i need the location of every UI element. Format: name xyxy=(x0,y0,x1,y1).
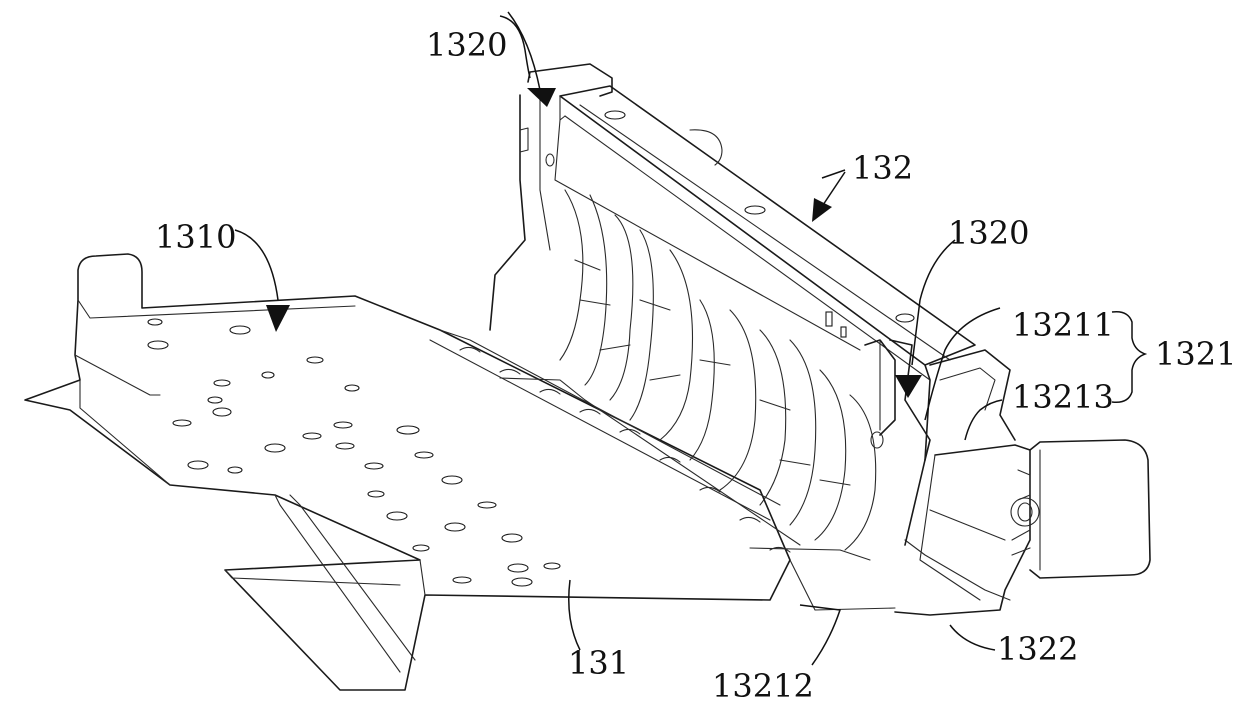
label-13211: 13211 xyxy=(1012,306,1114,344)
base-plate xyxy=(25,254,790,690)
beam-body xyxy=(460,64,975,610)
reference-labels: 1320 132 1310 1320 13211 1321 13213 131 … xyxy=(155,26,1236,705)
arrow-1320-top xyxy=(527,88,556,107)
leader-lines xyxy=(235,12,1145,665)
label-1320-right: 1320 xyxy=(948,214,1029,252)
label-1320-top: 1320 xyxy=(426,26,507,64)
label-13212: 13212 xyxy=(712,667,814,705)
label-131: 131 xyxy=(568,644,629,682)
label-132: 132 xyxy=(852,149,913,187)
label-13213: 13213 xyxy=(1012,378,1114,416)
label-1321: 1321 xyxy=(1155,335,1236,373)
label-1322: 1322 xyxy=(997,630,1078,668)
label-1310: 1310 xyxy=(155,218,236,256)
